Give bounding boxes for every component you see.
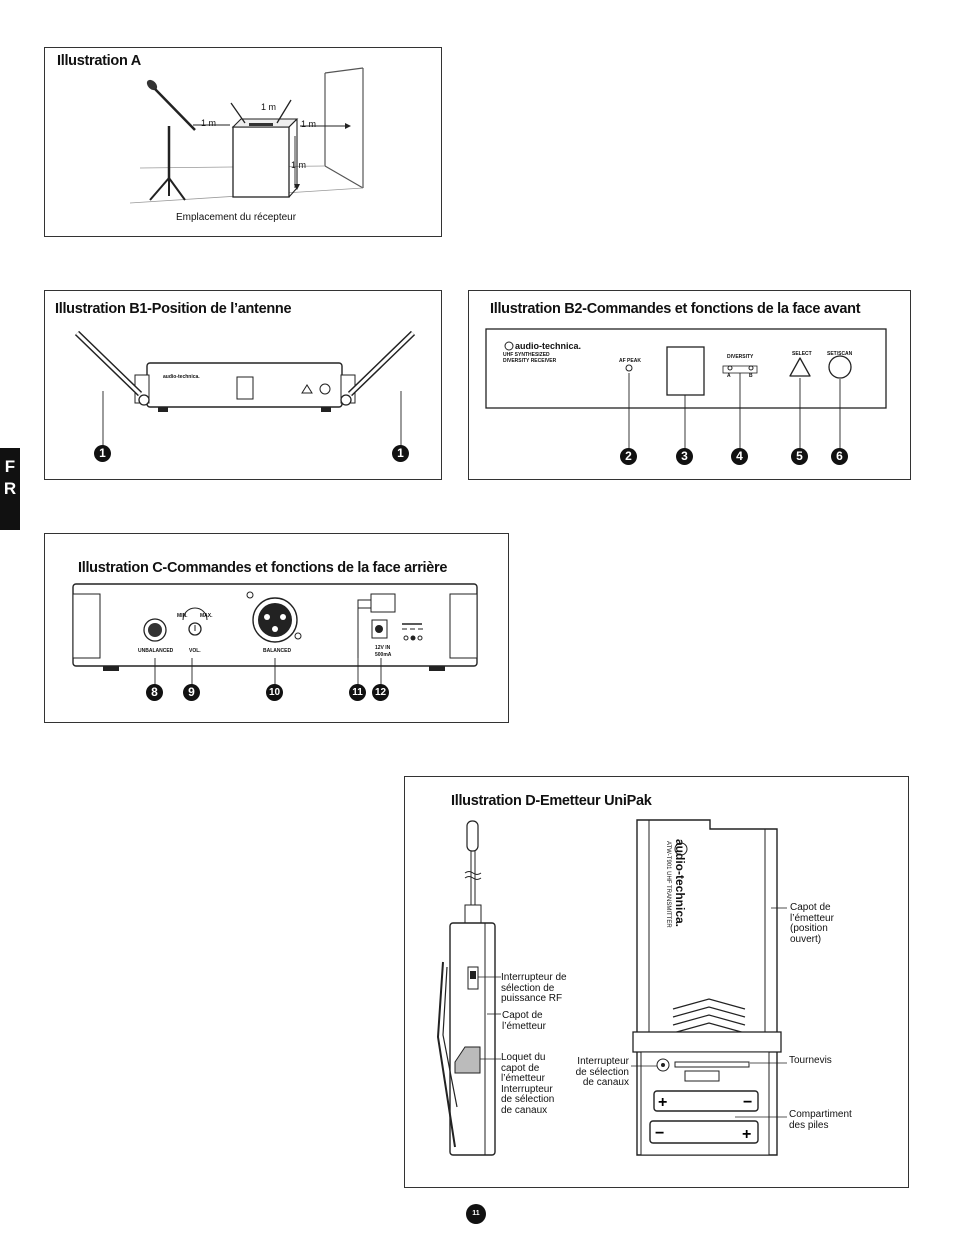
illustration-d-title: Illustration D-Emetteur UniPak <box>451 793 652 809</box>
b2-model-line1: UHF SYNTHESIZED <box>503 352 550 358</box>
b2-model-line2: DIVERSITY RECEIVER <box>503 358 557 364</box>
dimension-left: 1 m <box>201 118 217 128</box>
svg-text:+: + <box>658 1094 667 1111</box>
battery-label: Compartiment des piles <box>789 1109 852 1131</box>
dimension-down: 1 m <box>291 160 307 170</box>
svg-text:−: − <box>655 1125 664 1142</box>
vol-max-label: MAX. <box>200 613 213 619</box>
b1-callout-left: 1 <box>94 445 111 462</box>
power-in-label: 12V IN <box>375 645 391 651</box>
d-model: ATW-T901 UHF TRANSMITTER <box>665 841 671 928</box>
rear-panel-drawing <box>72 583 478 686</box>
channel-switch-label: Interrupteur de sélection de canaux <box>575 1056 629 1088</box>
diversity-label: DIVERSITY <box>727 354 754 360</box>
illustration-b2-title: Illustration B2-Commandes et fonctions d… <box>490 301 861 317</box>
diversity-b-label: B <box>749 373 753 379</box>
language-letter-1: F <box>4 457 16 476</box>
illustration-a-caption: Emplacement du récepteur <box>176 212 297 223</box>
vol-min-label: MIN. <box>177 613 188 619</box>
illustration-d: Illustration D-Emetteur UniPak <box>404 776 909 1188</box>
b1-brand: audio-technica. <box>163 374 200 380</box>
c-callout-9: 9 <box>183 684 200 701</box>
c-callout-10: 10 <box>266 684 283 701</box>
af-peak-label: AF PEAK <box>619 358 641 364</box>
cover-open-label: Capot de l’émetteur (position ouvert) <box>790 902 834 945</box>
balanced-label: BALANCED <box>263 648 292 654</box>
b1-callout-right: 1 <box>392 445 409 462</box>
receiver-placement-drawing <box>129 67 364 204</box>
select-label: SELECT <box>792 351 812 357</box>
illustration-b1-title: Illustration B1-Position de l’antenne <box>55 301 292 317</box>
illustration-a: Illustration A 1 m 1 m 1 m 1 m <box>44 47 442 237</box>
d-brand: audio-technica. <box>673 839 687 928</box>
c-callout-12: 12 <box>372 684 389 701</box>
illustration-c: Illustration C-Commandes et fonctions de… <box>44 533 509 723</box>
b2-callout-4: 4 <box>731 448 748 465</box>
dimension-right: 1 m <box>301 119 317 129</box>
svg-text:+: + <box>742 1126 751 1143</box>
b2-callout-2: 2 <box>620 448 637 465</box>
diversity-a-label: A <box>727 373 731 379</box>
language-tab: F R <box>0 448 20 530</box>
illustration-b1: Illustration B1-Position de l’antenne au… <box>44 290 442 480</box>
b2-callout-6: 6 <box>831 448 848 465</box>
b2-callout-5: 5 <box>791 448 808 465</box>
rf-switch-label: Interrupteur de sélection de puissance R… <box>501 972 567 1004</box>
unbalanced-label: UNBALANCED <box>138 648 174 654</box>
b2-callout-3: 3 <box>676 448 693 465</box>
illustration-b2: Illustration B2-Commandes et fonctions d… <box>468 290 911 480</box>
screwdriver-label: Tournevis <box>789 1055 832 1066</box>
c-callout-8: 8 <box>146 684 163 701</box>
c-callout-11: 11 <box>349 684 366 701</box>
svg-text:−: − <box>743 1094 752 1111</box>
page-number: 11 <box>466 1204 486 1224</box>
language-letter-2: R <box>3 479 17 498</box>
front-panel-drawing <box>485 328 887 449</box>
dimension-top: 1 m <box>261 102 277 112</box>
power-current-label: 500mA <box>375 652 392 658</box>
b2-brand: audio-technica. <box>515 341 582 351</box>
set-scan-label: SET/SCAN <box>827 351 853 357</box>
illustration-a-title: Illustration A <box>57 53 141 69</box>
transmitter-drawing: + − − + <box>436 819 787 1156</box>
latch-label: Loquet du capot de l’émetteur Interrupte… <box>501 1052 555 1116</box>
antenna-position-drawing <box>74 330 416 446</box>
vol-label: VOL. <box>189 648 201 654</box>
illustration-c-title: Illustration C-Commandes et fonctions de… <box>78 560 448 576</box>
cover-label: Capot de l’émetteur <box>502 1010 546 1032</box>
